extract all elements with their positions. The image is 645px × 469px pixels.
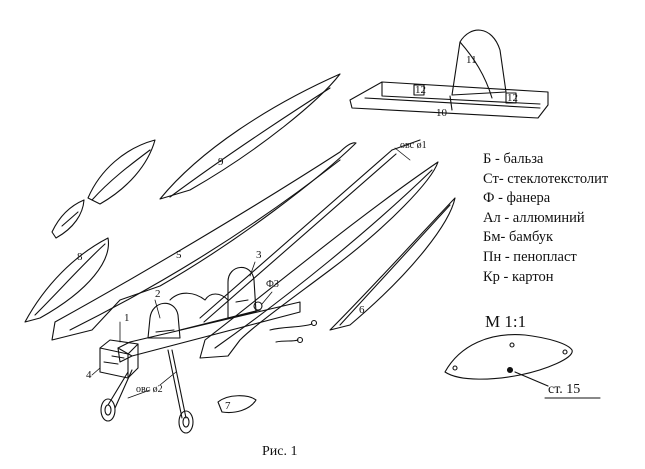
legend-item: Б - бальза: [483, 151, 544, 167]
landing-gear: [101, 350, 193, 433]
legend-item: Ф - фанера: [483, 190, 551, 207]
part-9-wing-strip: [160, 74, 340, 199]
label-part-3: 3: [256, 249, 262, 261]
legend-item: Ст- стеклотекстолит: [483, 170, 609, 187]
leader-lines: [92, 148, 410, 398]
label-part-2: 2: [155, 288, 161, 300]
plate-material-note: ст. 15: [548, 382, 581, 397]
part-1-nose-block: [100, 340, 138, 378]
part-7-small-piece: [218, 396, 256, 413]
materials-legend: Б - бальза Ст- стеклотекстолит Ф - фанер…: [483, 150, 608, 287]
label-part-5: 5: [176, 249, 182, 261]
label-part-12a: 12: [415, 84, 426, 96]
annotation-wire-top: овс ø1: [400, 140, 427, 151]
label-part-9: 9: [218, 156, 224, 168]
part-10-stabilizer: [350, 82, 548, 118]
fuselage-core: [118, 293, 300, 362]
wire-rod: [200, 140, 420, 322]
part-5-fuselage-side: [52, 143, 356, 340]
label-part-1: 1: [124, 312, 130, 324]
label-part-4: 4: [86, 369, 92, 381]
part-2-former: [148, 303, 180, 338]
annotation-wire-wheel: овс ø2: [136, 384, 163, 395]
part-6-panel: [330, 198, 455, 330]
label-part-10: 10: [436, 107, 447, 119]
part-8-side-panel: [25, 238, 108, 322]
canopy-parts: [52, 140, 155, 238]
gusset-plate: [445, 335, 600, 398]
label-part-8: 8: [77, 251, 83, 263]
part-3-former: [228, 267, 256, 318]
control-wires: [270, 321, 317, 343]
legend-item: Пн - пенопласт: [483, 248, 577, 265]
label-part-11: 11: [466, 54, 477, 66]
legend-item: Ал - аллюминий: [483, 209, 585, 226]
label-part-12b: 12: [507, 92, 518, 104]
legend-item: Бм- бамбук: [483, 229, 554, 246]
label-part-7: 7: [225, 400, 231, 412]
scale-label: М 1:1: [485, 312, 527, 331]
annotation-plywood3: Ф3: [266, 279, 279, 290]
part-11-fin: [452, 30, 506, 98]
figure-caption: Рис. 1: [262, 444, 298, 459]
legend-item: Кр - картон: [483, 268, 554, 285]
label-part-6: 6: [359, 304, 365, 316]
